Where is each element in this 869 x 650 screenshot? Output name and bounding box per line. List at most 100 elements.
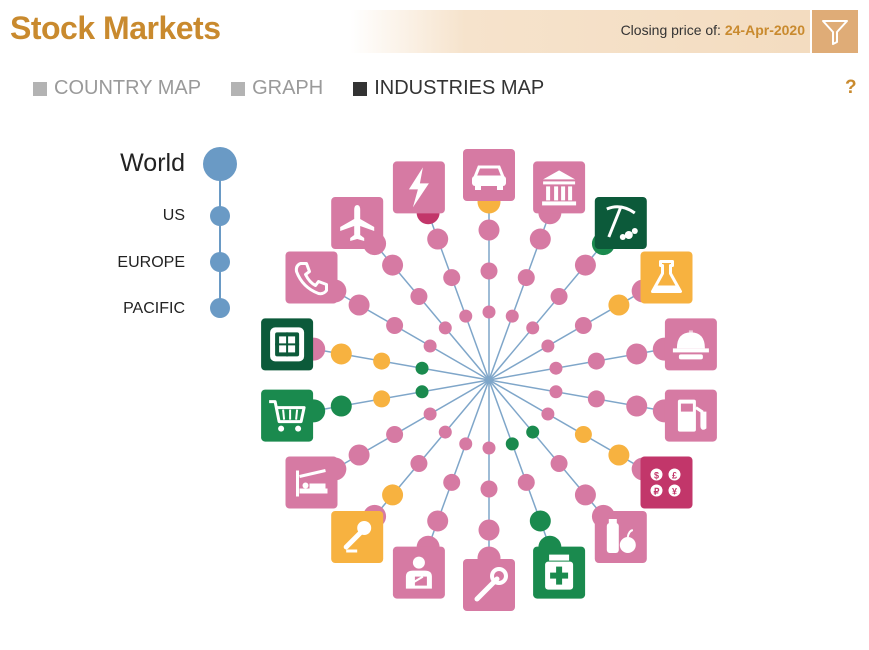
market-dot[interactable] — [330, 343, 352, 365]
market-dot[interactable] — [526, 321, 540, 335]
market-dot[interactable] — [480, 262, 498, 280]
market-dot[interactable] — [626, 343, 648, 365]
shopping-cart-icon — [269, 400, 306, 432]
market-dot[interactable] — [550, 454, 568, 472]
legend-connector — [219, 163, 221, 309]
legend-label-world[interactable]: World — [120, 149, 185, 177]
industry-tile-medicine[interactable] — [533, 546, 586, 599]
market-dot[interactable] — [438, 321, 452, 335]
industry-tile-bank[interactable] — [533, 161, 586, 214]
market-dot[interactable] — [529, 510, 551, 532]
legend-label-pacific[interactable]: PACIFIC — [123, 300, 185, 317]
market-dot[interactable] — [626, 395, 648, 417]
tab-graph[interactable]: GRAPH — [231, 77, 323, 100]
market-dot[interactable] — [482, 305, 496, 319]
svg-text:$: $ — [654, 471, 659, 481]
market-dot[interactable] — [427, 510, 449, 532]
industry-tile-mining[interactable] — [594, 197, 647, 249]
market-dot[interactable] — [505, 309, 519, 323]
market-dot[interactable] — [382, 484, 404, 506]
closing-price-label: Closing price of: — [620, 22, 721, 38]
industry-tile-shopping-cart[interactable] — [261, 389, 314, 442]
legend-dot-europe[interactable] — [210, 252, 230, 272]
sim-chip-icon — [270, 327, 305, 362]
market-dot[interactable] — [541, 407, 555, 421]
app-title: Stock Markets — [10, 10, 221, 46]
market-dot[interactable] — [348, 444, 370, 466]
market-dot[interactable] — [459, 437, 473, 451]
market-dot[interactable] — [438, 425, 452, 439]
market-dot[interactable] — [423, 339, 437, 353]
market-dot[interactable] — [348, 294, 370, 316]
market-dot[interactable] — [459, 309, 473, 323]
market-dot[interactable] — [505, 437, 519, 451]
market-dot[interactable] — [480, 480, 498, 498]
tab-country-map[interactable]: COUNTRY MAP — [33, 77, 201, 100]
industry-tile-hardhat[interactable] — [664, 318, 717, 371]
tab-industries-map[interactable]: INDUSTRIES MAP — [353, 77, 544, 100]
market-dot[interactable] — [382, 254, 404, 276]
legend-dot-pacific[interactable] — [210, 298, 230, 318]
market-dot[interactable] — [443, 473, 461, 491]
market-dot[interactable] — [386, 317, 404, 334]
currency-icon: $£₽¥ — [650, 468, 681, 497]
market-dot[interactable] — [423, 407, 437, 421]
legend-label-us[interactable]: US — [162, 207, 185, 224]
market-dot[interactable] — [415, 361, 429, 375]
market-dot[interactable] — [574, 254, 596, 276]
industry-tile-airplane[interactable] — [331, 197, 384, 249]
market-dot[interactable] — [482, 441, 496, 455]
industry-tile-flask[interactable] — [640, 251, 693, 304]
market-dot[interactable] — [517, 473, 535, 491]
industry-tile-phone[interactable] — [285, 251, 338, 304]
market-dot[interactable] — [410, 288, 428, 306]
market-dot[interactable] — [373, 352, 391, 370]
microphone-icon — [343, 521, 372, 553]
industry-tile-bg — [285, 456, 338, 509]
market-dot[interactable] — [478, 219, 500, 241]
industry-tile-wrench[interactable] — [463, 559, 515, 611]
market-dot[interactable] — [443, 269, 461, 287]
market-dot[interactable] — [478, 519, 500, 541]
industry-tile-bg — [594, 511, 647, 563]
market-dot[interactable] — [587, 352, 605, 370]
car-icon — [472, 165, 506, 190]
market-dot[interactable] — [549, 385, 563, 399]
svg-text:₽: ₽ — [654, 487, 660, 497]
industry-tile-doctor[interactable] — [392, 546, 445, 599]
market-dot[interactable] — [427, 228, 449, 250]
legend-dot-world[interactable] — [203, 147, 237, 181]
legend-label-europe[interactable]: EUROPE — [117, 254, 185, 271]
market-dot[interactable] — [574, 484, 596, 506]
industry-tile-currency[interactable]: $£₽¥ — [640, 456, 693, 509]
market-dot[interactable] — [550, 288, 568, 306]
market-dot[interactable] — [608, 294, 630, 316]
industry-tile-fuel-pump[interactable] — [664, 389, 717, 442]
industry-tile-food[interactable] — [594, 511, 647, 563]
phone-icon — [294, 262, 328, 296]
market-dot[interactable] — [574, 317, 592, 334]
market-dot[interactable] — [526, 425, 540, 439]
market-dot[interactable] — [587, 390, 605, 408]
market-dot[interactable] — [386, 426, 404, 443]
hospital-bed-icon — [296, 469, 328, 497]
market-dot[interactable] — [574, 426, 592, 443]
market-dot[interactable] — [373, 390, 391, 408]
market-dot[interactable] — [410, 454, 428, 472]
industry-tile-microphone[interactable] — [331, 511, 384, 563]
industry-tile-lightning[interactable] — [392, 161, 445, 214]
market-dot[interactable] — [529, 228, 551, 250]
market-dot[interactable] — [608, 444, 630, 466]
market-dot[interactable] — [541, 339, 555, 353]
industry-tile-sim-chip[interactable] — [261, 318, 314, 371]
market-dot[interactable] — [330, 395, 352, 417]
filter-button[interactable] — [812, 10, 858, 53]
market-dot[interactable] — [549, 361, 563, 375]
legend-dot-us[interactable] — [210, 206, 230, 226]
industry-tile-hospital-bed[interactable] — [285, 456, 338, 509]
market-dot[interactable] — [517, 269, 535, 287]
help-link[interactable]: ? — [845, 77, 857, 98]
market-dot[interactable] — [415, 385, 429, 399]
industry-tile-car[interactable] — [463, 149, 515, 201]
